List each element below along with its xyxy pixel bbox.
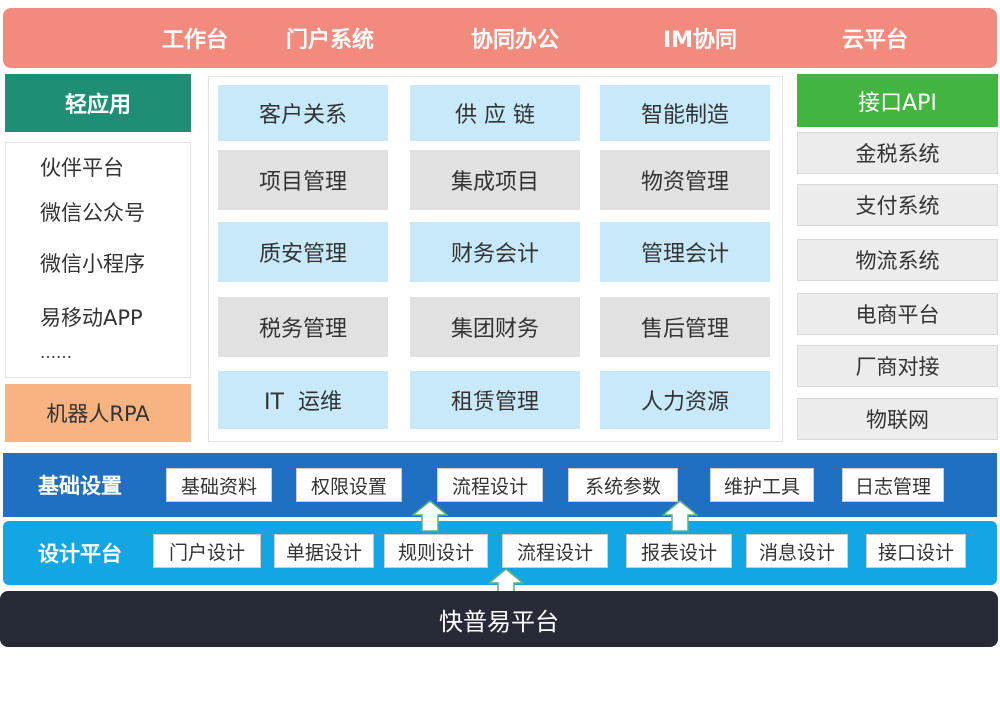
top-nav-bar (3, 8, 997, 68)
module-cell[interactable]: 供 应 链 (410, 85, 580, 141)
up-arrow-icon (662, 500, 698, 532)
top-item-portal[interactable]: 门户系统 (285, 28, 374, 53)
module-cell[interactable]: 智能制造 (600, 85, 770, 141)
basic-settings-item[interactable]: 维护工具 (710, 468, 814, 502)
basic-settings-item[interactable]: 日志管理 (842, 468, 944, 502)
api-item[interactable]: 金税系统 (797, 132, 998, 174)
design-platform-label: 设计平台 (38, 542, 122, 566)
design-platform-item[interactable]: 门户设计 (153, 534, 261, 568)
design-platform-item[interactable]: 规则设计 (384, 534, 488, 568)
rpa-box[interactable]: 机器人RPA (5, 384, 191, 442)
design-platform-item[interactable]: 接口设计 (866, 534, 966, 568)
up-arrow-icon (412, 500, 448, 532)
basic-settings-item[interactable]: 流程设计 (437, 468, 543, 502)
module-cell[interactable]: 财务会计 (410, 222, 580, 282)
basic-settings-item[interactable]: 权限设置 (296, 468, 402, 502)
light-app-item[interactable]: 微信小程序 (40, 252, 145, 276)
basic-settings-label: 基础设置 (38, 474, 122, 498)
platform-base-bar: 快普易平台 (0, 591, 998, 647)
module-cell[interactable]: 集成项目 (410, 150, 580, 210)
design-platform-item[interactable]: 消息设计 (746, 534, 848, 568)
design-platform-item[interactable]: 报表设计 (626, 534, 732, 568)
module-cell[interactable]: 租赁管理 (410, 371, 580, 429)
module-cell[interactable]: 售后管理 (600, 297, 770, 357)
light-app-item[interactable]: 易移动APP (40, 306, 143, 330)
design-platform-item[interactable]: 单据设计 (274, 534, 374, 568)
module-cell[interactable]: 物资管理 (600, 150, 770, 210)
module-cell[interactable]: 管理会计 (600, 222, 770, 282)
api-title: 接口API (797, 74, 998, 127)
module-cell[interactable]: 客户关系 (218, 85, 388, 141)
light-app-more: …… (40, 343, 72, 362)
api-item[interactable]: 支付系统 (797, 184, 998, 226)
top-item-collaboration[interactable]: 协同办公 (470, 28, 559, 53)
api-item[interactable]: 厂商对接 (797, 345, 998, 387)
top-item-workbench[interactable]: 工作台 (161, 28, 228, 53)
module-cell[interactable]: 人力资源 (600, 371, 770, 429)
module-cell[interactable]: 质安管理 (218, 222, 388, 282)
light-app-title: 轻应用 (5, 74, 191, 132)
module-cell[interactable]: 项目管理 (218, 150, 388, 210)
light-app-item[interactable]: 微信公众号 (40, 201, 145, 225)
api-item[interactable]: 电商平台 (797, 293, 998, 335)
api-item[interactable]: 物流系统 (797, 239, 998, 281)
top-item-im[interactable]: IM协同 (662, 28, 738, 53)
module-cell[interactable]: 税务管理 (218, 297, 388, 357)
basic-settings-item[interactable]: 系统参数 (568, 468, 678, 502)
top-item-cloud[interactable]: 云平台 (841, 28, 908, 53)
api-item[interactable]: 物联网 (797, 398, 998, 440)
light-app-item[interactable]: 伙伴平台 (40, 156, 124, 180)
basic-settings-item[interactable]: 基础资料 (166, 468, 272, 502)
module-cell[interactable]: IT 运维 (218, 371, 388, 429)
design-platform-item[interactable]: 流程设计 (502, 534, 608, 568)
module-cell[interactable]: 集团财务 (410, 297, 580, 357)
light-app-list (5, 142, 191, 378)
